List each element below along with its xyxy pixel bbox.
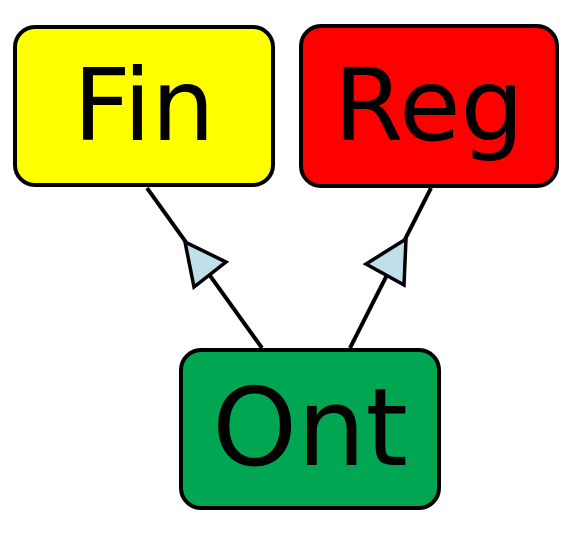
node-ont-label: Ont: [212, 366, 408, 491]
generalization-arrowhead-icon: [362, 235, 408, 288]
node-reg[interactable]: Reg: [299, 24, 559, 188]
edge-ont-to-fin: [145, 186, 264, 350]
generalization-arrowhead-icon: [182, 238, 230, 291]
edge-ont-to-reg: [348, 187, 433, 349]
node-fin-label: Fin: [73, 47, 215, 164]
node-reg-label: Reg: [334, 47, 524, 164]
node-ont[interactable]: Ont: [179, 348, 441, 510]
node-fin[interactable]: Fin: [13, 25, 275, 187]
